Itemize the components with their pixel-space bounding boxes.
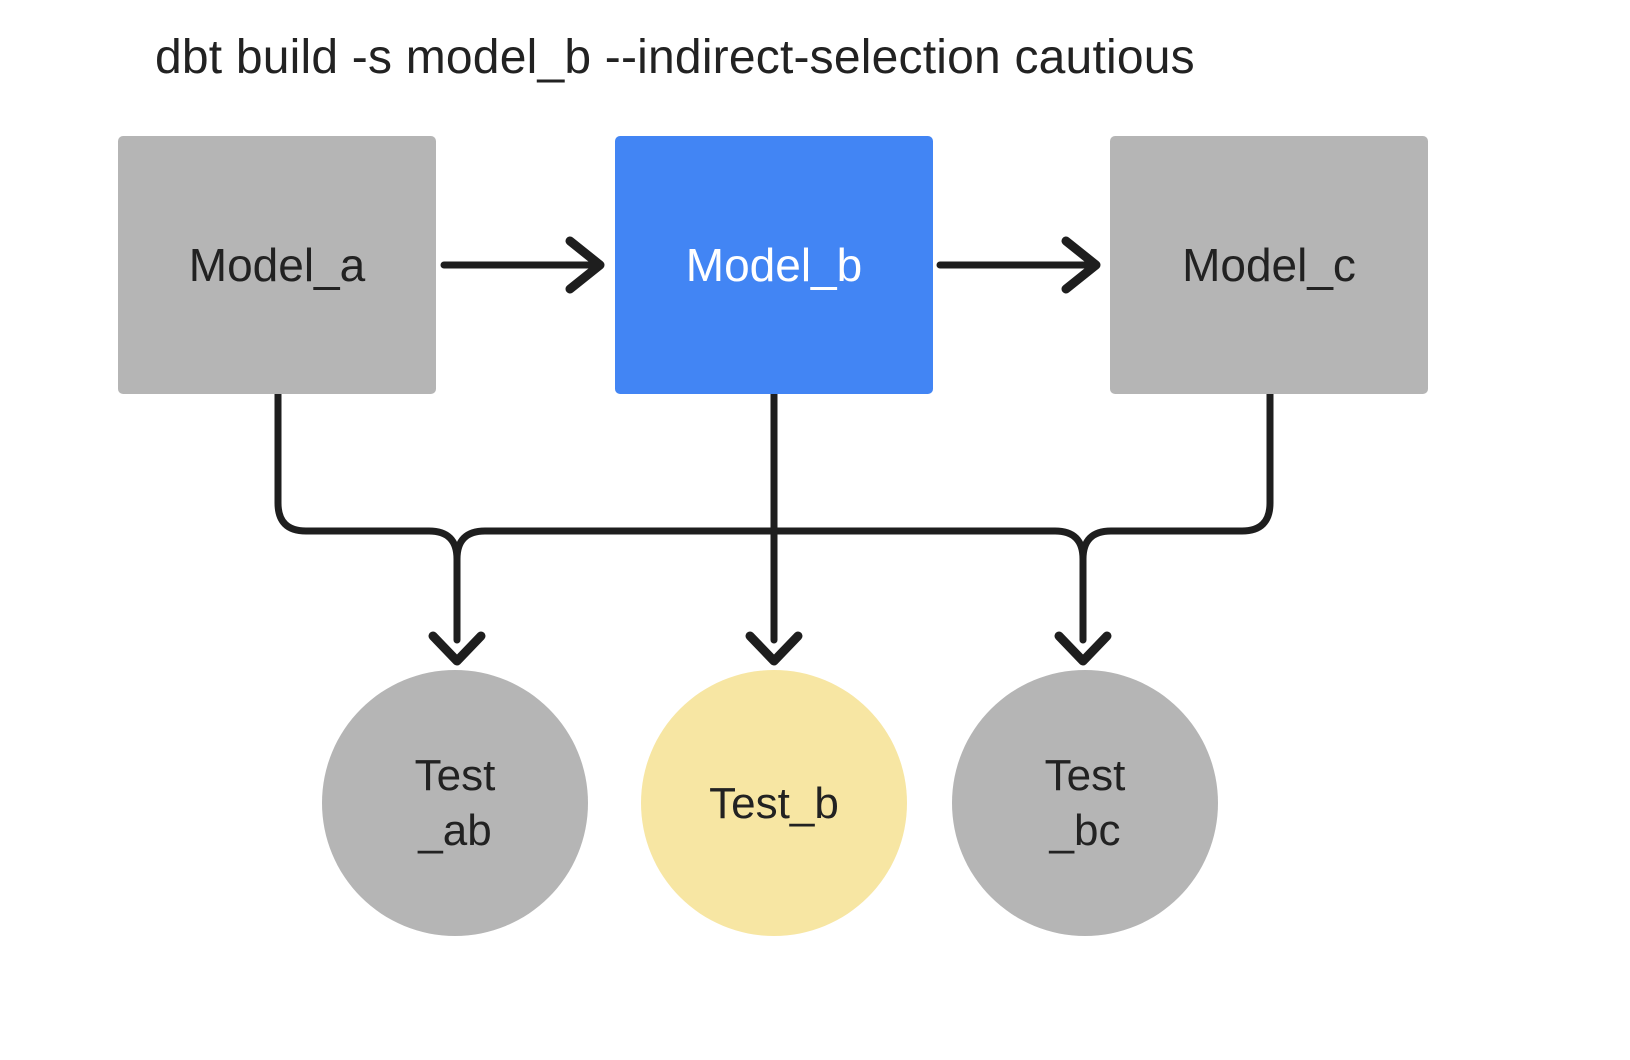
edge-model-a-to-test-ab — [274, 390, 461, 644]
edge-model-b-to-test-bc — [770, 527, 1087, 563]
node-model-a: Model_a — [118, 136, 436, 394]
node-model-b-label: Model_b — [685, 239, 863, 291]
node-test-bc-label-line1: Test — [1044, 751, 1126, 800]
node-test-bc: Test _bc — [952, 670, 1218, 936]
node-test-b-label: Test_b — [709, 778, 839, 828]
node-model-b: Model_b — [615, 136, 933, 394]
arrowhead-test-bc — [1054, 631, 1112, 666]
node-model-c-label: Model_c — [1182, 239, 1356, 291]
diagram-title: dbt build -s model_b --indirect-selectio… — [155, 31, 1195, 84]
node-test-ab-label-line2: _ab — [418, 806, 492, 855]
node-model-c: Model_c — [1110, 136, 1428, 394]
arrowhead-model-c — [1061, 236, 1101, 294]
edge-model-c-to-test-bc — [1079, 390, 1274, 644]
node-model-a-label: Model_a — [188, 239, 366, 291]
arrowhead-test-b — [745, 631, 803, 666]
arrowhead-model-b — [565, 236, 605, 294]
arrowhead-test-ab — [428, 631, 486, 666]
node-test-bc-label-line2: _bc — [1049, 806, 1121, 855]
node-test-ab: Test _ab — [322, 670, 588, 936]
node-test-ab-label-line1: Test — [414, 751, 496, 800]
node-test-b: Test_b — [641, 670, 907, 936]
edge-model-b-to-test-ab — [453, 527, 778, 563]
